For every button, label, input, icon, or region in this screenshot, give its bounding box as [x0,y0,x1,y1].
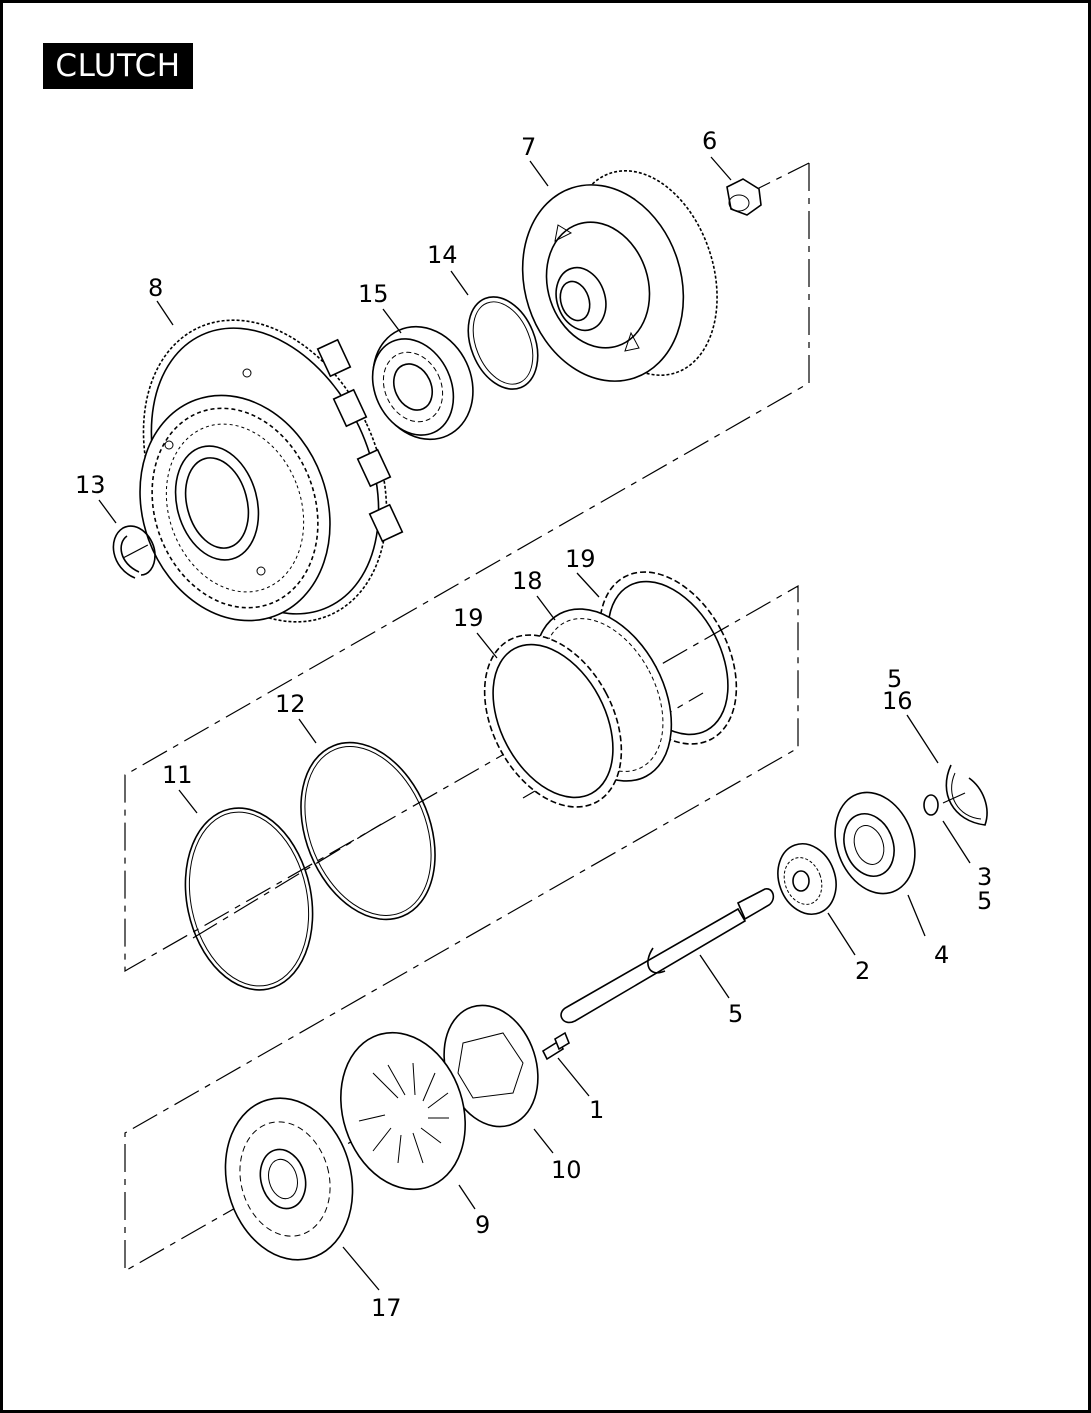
callout-19-top: 19 [565,545,596,573]
callout-14: 14 [427,241,458,269]
pressure-plate-17 [224,1097,354,1261]
snap-ring-14 [467,296,539,390]
callout-7: 7 [521,133,536,161]
callout-9: 9 [475,1211,490,1239]
callout-leader-lines [98,156,971,1291]
pushrod-5 [560,888,775,1024]
retaining-ring-3 [923,794,939,816]
callout-17: 17 [371,1294,402,1322]
callout-16: 16 [882,687,913,715]
release-plate-4 [834,791,916,895]
callout-19: 19 [453,604,484,632]
diaphragm-spring-9 [340,1031,466,1191]
ring-12 [300,741,436,921]
friction-plate-19-left [483,634,623,808]
callout-2: 2 [855,957,870,985]
callout-5-upper: 5 [887,665,902,693]
callout-1: 1 [589,1096,604,1124]
bearing-15 [371,325,474,441]
clutch-shell-ring-gear [139,319,404,623]
clutch-hub-7 [521,170,718,382]
release-bearing-2 [777,843,837,915]
callout-12: 12 [275,690,306,718]
adjusting-screw-1 [541,1031,570,1061]
callout-13: 13 [75,471,106,499]
diagram-title: CLUTCH [43,43,193,89]
nut-6 [726,178,762,216]
retaining-ring-16 [945,764,988,826]
callout-3: 3 [977,863,992,891]
callout-4: 4 [934,941,949,969]
callout-numbers: 7 6 14 15 8 13 19 18 19 12 11 5 16 3 5 4… [75,127,992,1322]
callout-18: 18 [512,567,543,595]
callout-15: 15 [358,280,389,308]
callout-6: 6 [702,127,717,155]
callout-11: 11 [162,761,193,789]
retaining-ring-13 [112,525,156,579]
callout-5-lower: 5 [977,887,992,915]
callout-8: 8 [148,274,163,302]
clutch-exploded-view: 7 6 14 15 8 13 19 18 19 12 11 5 16 3 5 4… [75,127,992,1322]
callout-5: 5 [728,1000,743,1028]
ring-11 [184,807,314,991]
callout-10: 10 [551,1156,582,1184]
